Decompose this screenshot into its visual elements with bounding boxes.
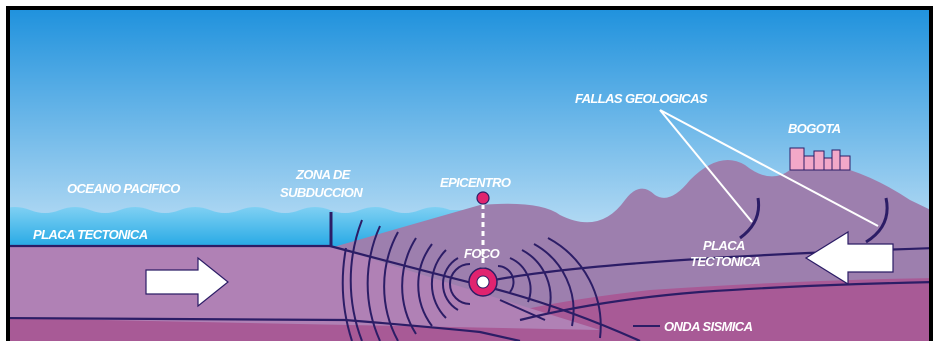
seismic-waves	[341, 219, 602, 341]
focus-marker	[468, 267, 498, 297]
plate-right-label-line2: TECTONICA	[690, 254, 760, 269]
mantle-layer	[9, 278, 930, 341]
seismic-wave-label: ONDA SISMICA	[664, 319, 753, 334]
city-label: BOGOTA	[788, 121, 841, 136]
subduction-label-line2: SUBDUCCION	[280, 185, 363, 200]
subduction-label-line1: ZONA DE	[295, 167, 351, 182]
faults-label: FALLAS GEOLOGICAS	[575, 91, 708, 106]
ocean-label: OCEANO PACIFICO	[67, 181, 180, 196]
plate-left-label: PLACA TECTONICA	[33, 227, 148, 242]
oceanic-plate	[9, 246, 600, 330]
epicenter-marker	[476, 191, 490, 205]
plate-motion-arrow-right	[145, 256, 229, 308]
epicenter-label: EPICENTRO	[440, 175, 511, 190]
plate-motion-arrow-left	[804, 230, 894, 286]
focus-label: FOCO	[464, 246, 500, 261]
fault-pointer-lines	[659, 109, 879, 227]
geological-faults	[739, 197, 889, 244]
diagram-frame	[6, 6, 933, 341]
city-buildings	[789, 147, 851, 171]
plate-right-label-line1: PLACA	[703, 238, 745, 253]
ocean	[9, 207, 470, 250]
